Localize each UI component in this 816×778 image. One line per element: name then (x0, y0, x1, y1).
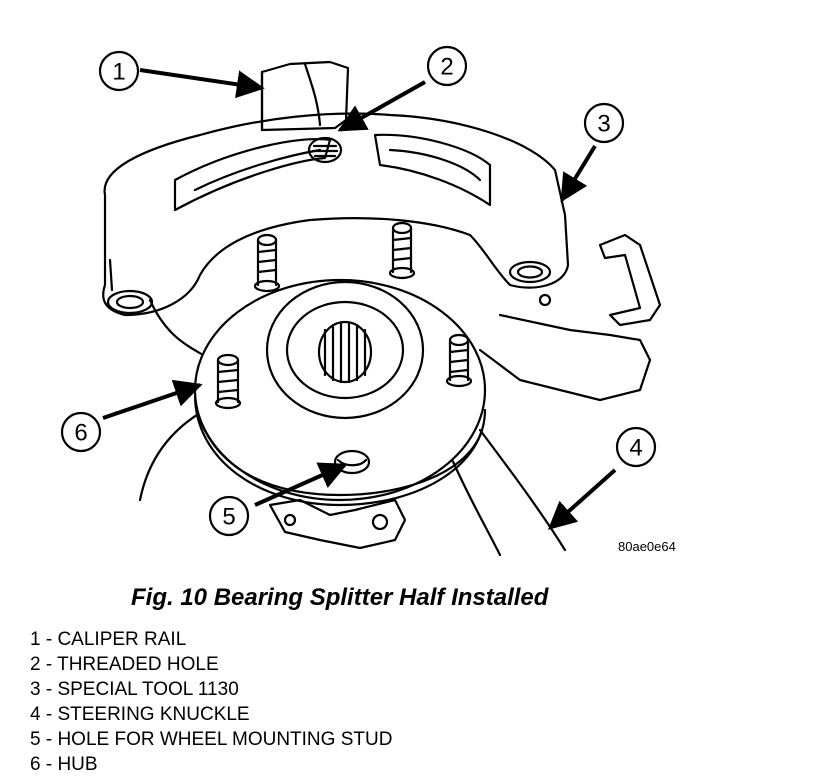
wheel-stud (214, 353, 242, 410)
leader-arrow-4 (547, 468, 617, 530)
leader-arrow-5 (254, 462, 348, 507)
special-tool-1130 (102, 112, 662, 327)
callout-number-6: 6 (74, 420, 87, 447)
legend-item: 2 - THREADED HOLE (30, 654, 219, 675)
callout-circle-4 (615, 426, 657, 468)
callout-number-1: 1 (112, 59, 125, 86)
callout-circle-5 (208, 495, 250, 537)
leader-arrow-1 (139, 68, 265, 99)
figure-caption: Fig. 10 Bearing Splitter Half Installed (131, 584, 549, 611)
legend-item: 6 - HUB (30, 754, 98, 775)
wheel-stud (253, 233, 281, 293)
callout-circle-6 (60, 411, 102, 453)
callout-number-2: 2 (440, 54, 453, 81)
leader-arrow-2 (337, 80, 426, 132)
legend-item: 5 - HOLE FOR WHEEL MOUNTING STUD (30, 729, 393, 750)
callout-number-3: 3 (597, 111, 610, 138)
callout-circle-1 (98, 50, 140, 92)
leader-arrow-6 (102, 379, 203, 420)
callout-number-4: 4 (629, 435, 642, 462)
leader-arrow-3 (560, 144, 597, 203)
drawing-code: 80ae0e64 (618, 539, 676, 554)
wheel-stud (388, 221, 416, 280)
callout-circle-3 (583, 102, 625, 144)
wheel-studs (214, 221, 473, 410)
callout-circle-2 (426, 45, 468, 87)
legend-list: 1 - CALIPER RAIL 2 - THREADED HOLE 3 - S… (30, 627, 392, 777)
wheel-stud (445, 333, 473, 388)
legend-item: 3 - SPECIAL TOOL 1130 (30, 679, 239, 700)
threaded-hole (307, 136, 343, 164)
legend-item: 4 - STEERING KNUCKLE (30, 704, 250, 725)
bearing-splitter-illustration: 1 2 3 4 5 6 80ae0e64 (60, 45, 676, 557)
callout-number-5: 5 (222, 504, 235, 531)
wheel-stud-hole (333, 449, 371, 475)
legend-item: 1 - CALIPER RAIL (30, 629, 187, 650)
